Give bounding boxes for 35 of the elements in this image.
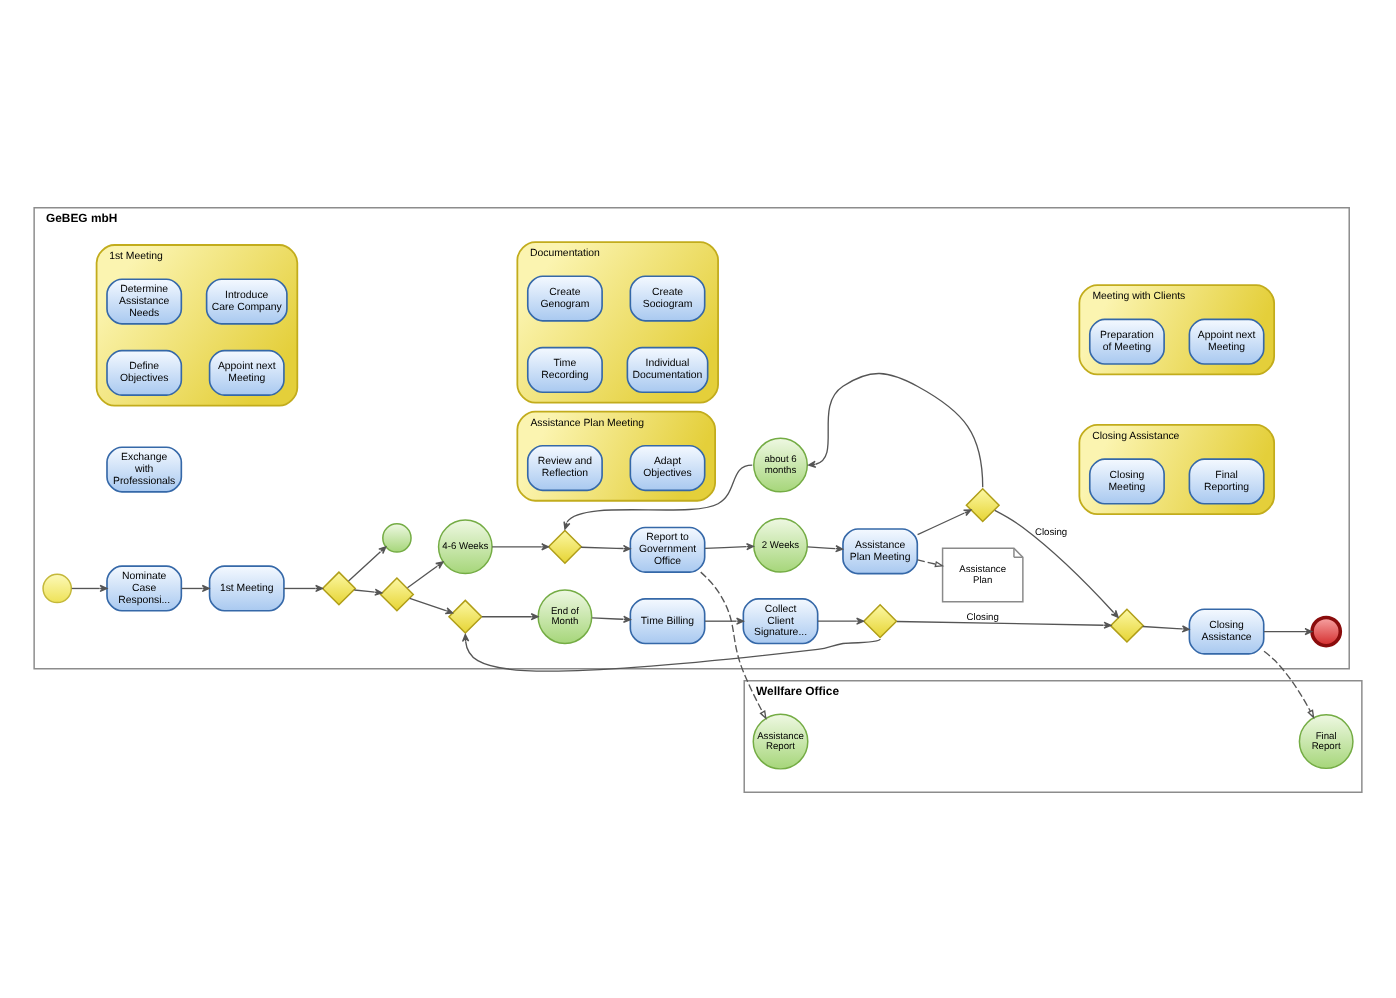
node-diamond — [965, 486, 1001, 522]
arrow — [406, 560, 444, 588]
arrow — [806, 544, 844, 552]
arrow — [808, 371, 984, 488]
node-circle — [42, 572, 73, 603]
arrow — [347, 545, 387, 581]
arrow — [817, 616, 864, 624]
arrow — [704, 616, 744, 624]
node-diamond — [321, 570, 357, 605]
arrow — [704, 542, 755, 550]
arrow — [916, 558, 945, 567]
arrow — [283, 583, 324, 592]
arrow — [994, 508, 1119, 617]
node-circle — [1310, 614, 1343, 647]
node-diamond — [862, 602, 898, 638]
arrow — [1263, 649, 1315, 719]
arrow — [563, 463, 753, 529]
arrow — [1263, 626, 1313, 635]
arrow — [491, 542, 550, 550]
arrow — [580, 543, 631, 552]
arrow — [1142, 624, 1190, 632]
node-circle — [382, 522, 412, 552]
arrow — [180, 583, 210, 592]
arrow — [71, 583, 108, 592]
arrow — [700, 570, 767, 719]
arrow — [896, 619, 1112, 628]
node-diamond — [547, 528, 583, 564]
arrow — [481, 612, 539, 620]
arrow — [409, 596, 454, 614]
node-diamond — [447, 598, 483, 634]
arrow — [591, 614, 631, 622]
arrow — [916, 508, 972, 535]
arrow — [461, 632, 881, 671]
arrow — [353, 587, 383, 595]
node-diamond — [379, 576, 415, 611]
